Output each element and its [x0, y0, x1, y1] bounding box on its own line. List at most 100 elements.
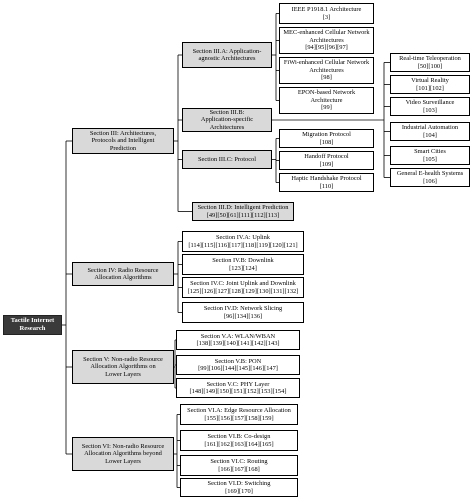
node-s6d-line: Section VI.D: Switching	[207, 480, 271, 488]
node-rtt-line: Real-time Teleoperation	[399, 55, 461, 63]
node-s6c: Section VI.C: Routing[166][167][168]	[180, 455, 298, 476]
node-sc: Smart Cities[105]	[390, 146, 470, 165]
node-s4d: Section IV.D: Network Slicing[96][134][1…	[182, 302, 304, 323]
node-s6b-line: Section VI.B: Co-design	[207, 433, 271, 441]
node-s4d-line: [96][134][136]	[223, 312, 263, 320]
node-s5c-line: Section V.C: PHY Layer	[206, 380, 270, 388]
node-ia-line: [104]	[423, 131, 437, 139]
node-s5a-line: Section V.A: WLAN/WBAN	[200, 332, 276, 340]
node-s4b-line: [123][124]	[229, 264, 257, 272]
node-mig-line: [108]	[319, 138, 334, 146]
node-vs-line: Video Surveillance	[405, 99, 455, 107]
node-hand-line: [109]	[319, 160, 334, 168]
node-mig-line: Migration Protocol	[302, 131, 351, 139]
node-s6-line: Section VI: Non-radio Resource	[81, 442, 165, 450]
node-s6b-line: [161][162][163][164][165]	[204, 440, 274, 448]
node-rtt: Real-time Teleoperation[50][100]	[390, 53, 470, 72]
node-s4a-line: Section IV.A: Uplink	[215, 234, 271, 242]
node-s5c-line: [148][149][150][151][152][153][154]	[189, 388, 287, 395]
node-s3-line: Protocols and Intelligent	[91, 137, 155, 145]
node-s3b-line: Section III.B:	[209, 108, 245, 116]
node-s3a: Section III.A: Application-agnostic Arch…	[182, 42, 272, 68]
node-epon-line: EPON-based Network	[297, 89, 356, 97]
node-s5b: Section V.B: PON[99][106][144][145][146]…	[176, 355, 300, 375]
node-s6-line: Allocation Algorithms beyond	[84, 450, 162, 458]
node-vr-line: [101][102]	[416, 84, 444, 92]
node-hap-line: Haptic Handshake Protocol	[291, 175, 362, 183]
node-s4d-line: Section IV.D: Network Slicing	[203, 305, 283, 313]
node-hand: Handoff Protocol[109]	[279, 151, 374, 170]
node-s4b: Section IV.B: Downlink[123][124]	[182, 254, 304, 275]
node-geh-line: General E-health Systems	[396, 170, 464, 178]
node-s5b-line: Section V.B: PON	[214, 357, 262, 365]
node-s4-line: Section IV: Radio Resource	[87, 266, 159, 274]
node-s4-line: Allocation Algorithms	[94, 274, 152, 281]
node-s6a: Section VI.A: Edge Resource Allocation[1…	[180, 404, 298, 425]
node-ieee-line: [3]	[322, 13, 331, 21]
node-s6d-line: [169][170]	[225, 487, 253, 495]
node-s5-line: Lower Layers	[105, 370, 141, 378]
node-fiwi-line: Architectures	[309, 66, 344, 74]
node-mec-line: Architectures	[309, 36, 344, 44]
node-sc-line: [105]	[423, 155, 437, 163]
node-vs: Video Surveillance[103]	[390, 97, 470, 116]
node-s3-line: Prediction	[109, 144, 137, 152]
node-hap-line: [110]	[319, 182, 334, 190]
node-s6c-line: [166][167][168]	[218, 465, 260, 473]
node-s6d: Section VI.D: Switching[169][170]	[180, 478, 298, 497]
node-s3c: Section III.C: Protocol	[182, 150, 272, 169]
node-s3b-line: Application-specific	[200, 116, 254, 124]
node-vr-line: Virtual Reality	[411, 77, 449, 85]
node-s6c-line: Section VI.C: Routing	[210, 458, 268, 466]
node-root-line: Research	[19, 325, 46, 332]
node-s6a-line: [155][156][157][158][159]	[204, 414, 274, 422]
node-root-line: Tactile Internet	[10, 317, 55, 324]
node-s5b-line: [99][106][144][145][146][147]	[198, 365, 278, 372]
node-rtt-line: [50][100]	[417, 62, 443, 70]
node-geh-line: [106]	[423, 177, 437, 185]
node-mig: Migration Protocol[108]	[279, 129, 374, 148]
node-s4b-line: Section IV.B: Downlink	[212, 257, 274, 265]
node-mec-line: [94][95][96][97]	[305, 44, 348, 52]
node-s3a-line: agnostic Architectures	[198, 55, 256, 62]
node-s6b: Section VI.B: Co-design[161][162][163][1…	[180, 430, 298, 451]
node-s3d-line: Section III.D: Intelligent Prediction	[197, 204, 289, 212]
node-mec-line: MEC-enhanced Cellular Network	[283, 29, 370, 37]
node-s3-line: Section III: Architectures,	[89, 129, 157, 137]
node-s5-line: Section V: Non-radio Resource	[83, 355, 163, 363]
node-vr: Virtual Reality[101][102]	[390, 75, 470, 94]
node-s4a-line: [114][115][116][117][118][119][120][121]	[188, 241, 298, 249]
node-s5-line: Allocation Algorithms on	[90, 363, 156, 371]
node-s3a-line: Section III.A: Application-	[192, 47, 262, 55]
node-s3: Section III: Architectures,Protocols and…	[72, 128, 174, 154]
node-geh: General E-health Systems[106]	[390, 168, 470, 187]
node-ieee: IEEE P1918.1 Architecture[3]	[279, 3, 374, 24]
node-hap: Haptic Handshake Protocol[110]	[279, 173, 374, 192]
node-s6a-line: Section VI.A: Edge Resource Allocation	[187, 407, 291, 415]
node-s3b-line: Architectures	[209, 123, 245, 131]
node-fiwi-line: FiWi-enhanced Cellular Network	[283, 59, 370, 67]
node-hand-line: Handoff Protocol	[304, 153, 349, 161]
node-s4c: Section IV.C: Joint Uplink and Downlink[…	[182, 277, 304, 298]
node-s5c: Section V.C: PHY Layer[148][149][150][15…	[176, 378, 300, 398]
node-fiwi-line: [98]	[321, 74, 332, 82]
node-ia: Industrial Automation[104]	[390, 122, 470, 141]
node-s6-line: Lower Layers	[105, 457, 141, 465]
node-s3d-line: [49][50][61][111][112][113]	[206, 211, 280, 219]
node-s4c-line: Section IV.C: Joint Uplink and Downlink	[190, 280, 296, 288]
node-s5a-line: [138][139][140][141][142][143]	[196, 340, 280, 347]
node-ieee-line: IEEE P1918.1 Architecture	[291, 6, 362, 14]
node-vs-line: [103]	[423, 106, 437, 114]
node-epon-line: [99]	[321, 104, 332, 112]
node-sc-line: Smart Cities	[414, 148, 446, 156]
